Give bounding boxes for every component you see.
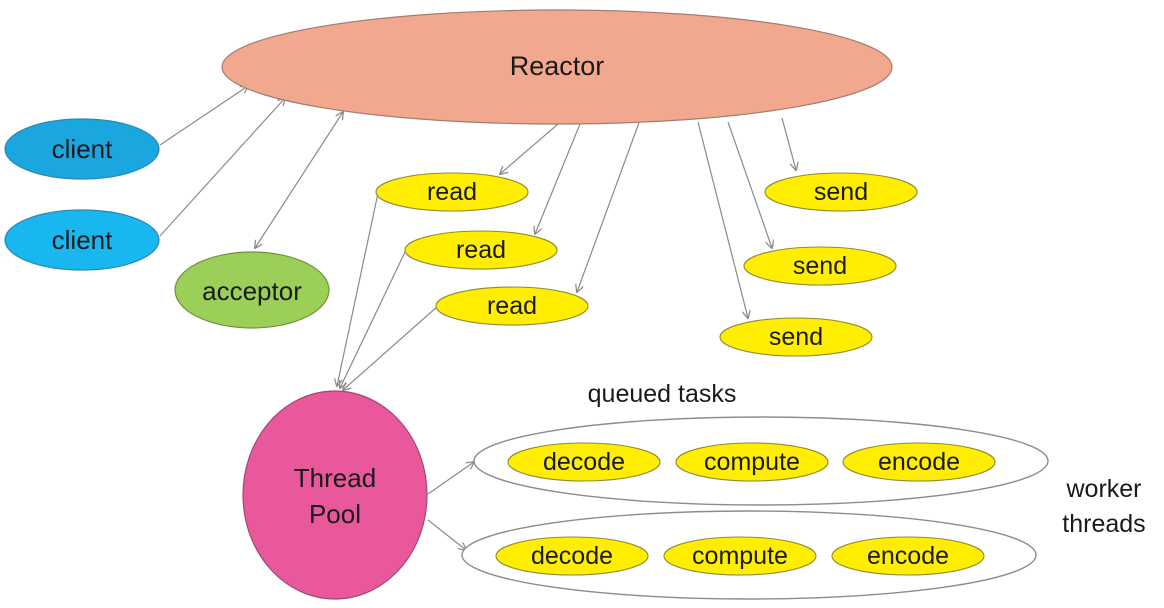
edge-reactor-to-send-3 — [697, 121, 748, 318]
acceptor-label: acceptor — [202, 276, 302, 306]
edge-read1-to-thread-pool — [337, 192, 379, 386]
edge-reactor-to-send-1 — [781, 117, 796, 170]
worker-threads-label-line-2: threads — [1062, 510, 1145, 538]
thread-pool-node: Thread Pool — [242, 390, 428, 600]
row-1-encode-label: encode — [878, 448, 960, 476]
row-2-encode-task: encode — [831, 536, 985, 576]
row-2-decode-task: decode — [495, 536, 649, 576]
row-2-compute-task: compute — [663, 536, 817, 576]
read-label-3: read — [487, 292, 537, 320]
client-node-1: client — [4, 118, 160, 180]
edge-thread-pool-to-queue-row-2 — [427, 519, 466, 550]
row-1-decode-task: decode — [507, 442, 661, 482]
send-node-2: send — [743, 246, 897, 286]
edge-reactor-to-read-3 — [577, 119, 641, 292]
edge-client1-to-reactor — [159, 86, 248, 146]
read-label-2: read — [456, 236, 506, 264]
client-label-1: client — [52, 134, 113, 164]
queued-tasks-label: queued tasks — [588, 380, 737, 408]
read-node-3: read — [435, 286, 589, 326]
edge-read3-to-thread-pool — [343, 305, 439, 390]
send-label-3: send — [769, 323, 823, 351]
edge-reactor-to-read-1 — [500, 123, 559, 174]
worker-threads-label-line-1: worker — [1065, 475, 1141, 503]
edge-reactor-to-acceptor — [255, 112, 343, 248]
send-label-1: send — [814, 178, 868, 206]
read-node-1: read — [375, 172, 529, 212]
read-node-2: read — [404, 230, 558, 270]
row-2-decode-label: decode — [531, 542, 613, 570]
edges — [159, 86, 796, 550]
client-node-2: client — [4, 209, 160, 271]
edge-reactor-to-read-2 — [535, 123, 581, 234]
row-2-encode-label: encode — [867, 542, 949, 570]
edge-reactor-to-send-2 — [727, 121, 772, 248]
edge-read2-to-thread-pool — [340, 249, 407, 388]
send-label-2: send — [793, 252, 847, 280]
send-node-3: send — [719, 317, 873, 357]
row-1-compute-label: compute — [704, 448, 800, 476]
edge-thread-pool-to-queue-row-1 — [427, 462, 474, 495]
row-2-compute-label: compute — [692, 542, 788, 570]
client-label-2: client — [52, 225, 113, 255]
read-label-1: read — [427, 178, 477, 206]
thread-pool-label-line-2: Pool — [309, 499, 361, 529]
row-1-compute-task: compute — [675, 442, 829, 482]
reactor-node: Reactor — [221, 9, 893, 125]
reactor-label: Reactor — [510, 51, 605, 81]
row-1-encode-task: encode — [842, 442, 996, 482]
send-node-1: send — [764, 172, 918, 212]
edge-client2-to-reactor — [159, 98, 285, 237]
row-1-decode-label: decode — [543, 448, 625, 476]
acceptor-node: acceptor — [174, 251, 330, 329]
thread-pool-label-line-1: Thread — [294, 463, 376, 493]
